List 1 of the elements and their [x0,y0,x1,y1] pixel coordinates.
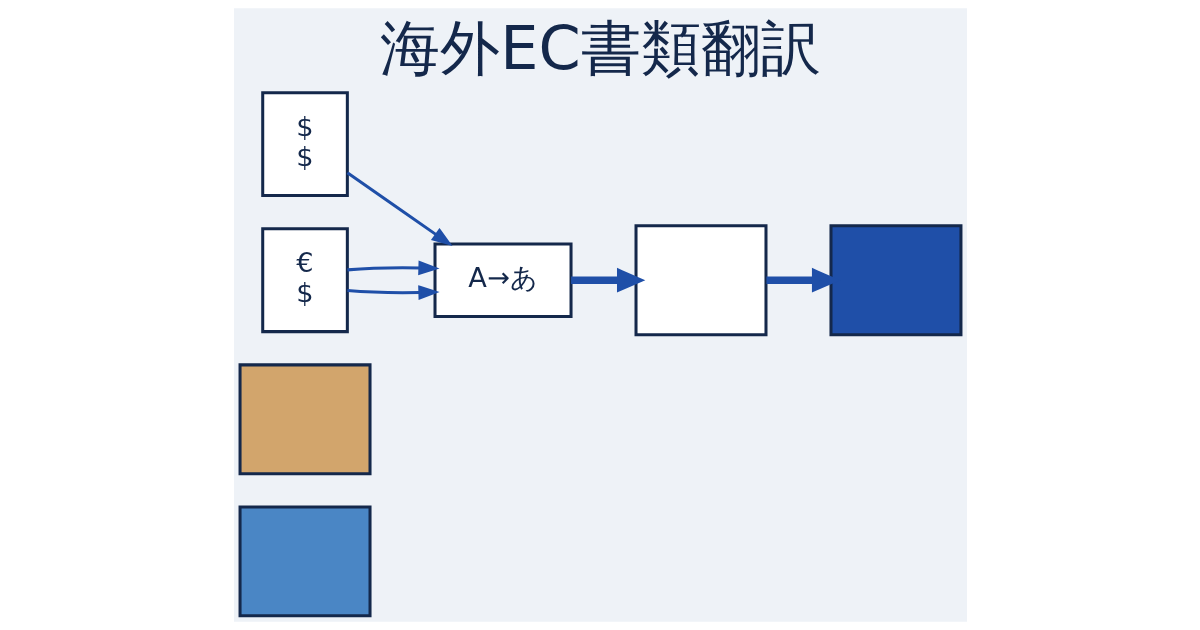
diagram-title: 海外EC書類翻訳 [379,12,821,83]
